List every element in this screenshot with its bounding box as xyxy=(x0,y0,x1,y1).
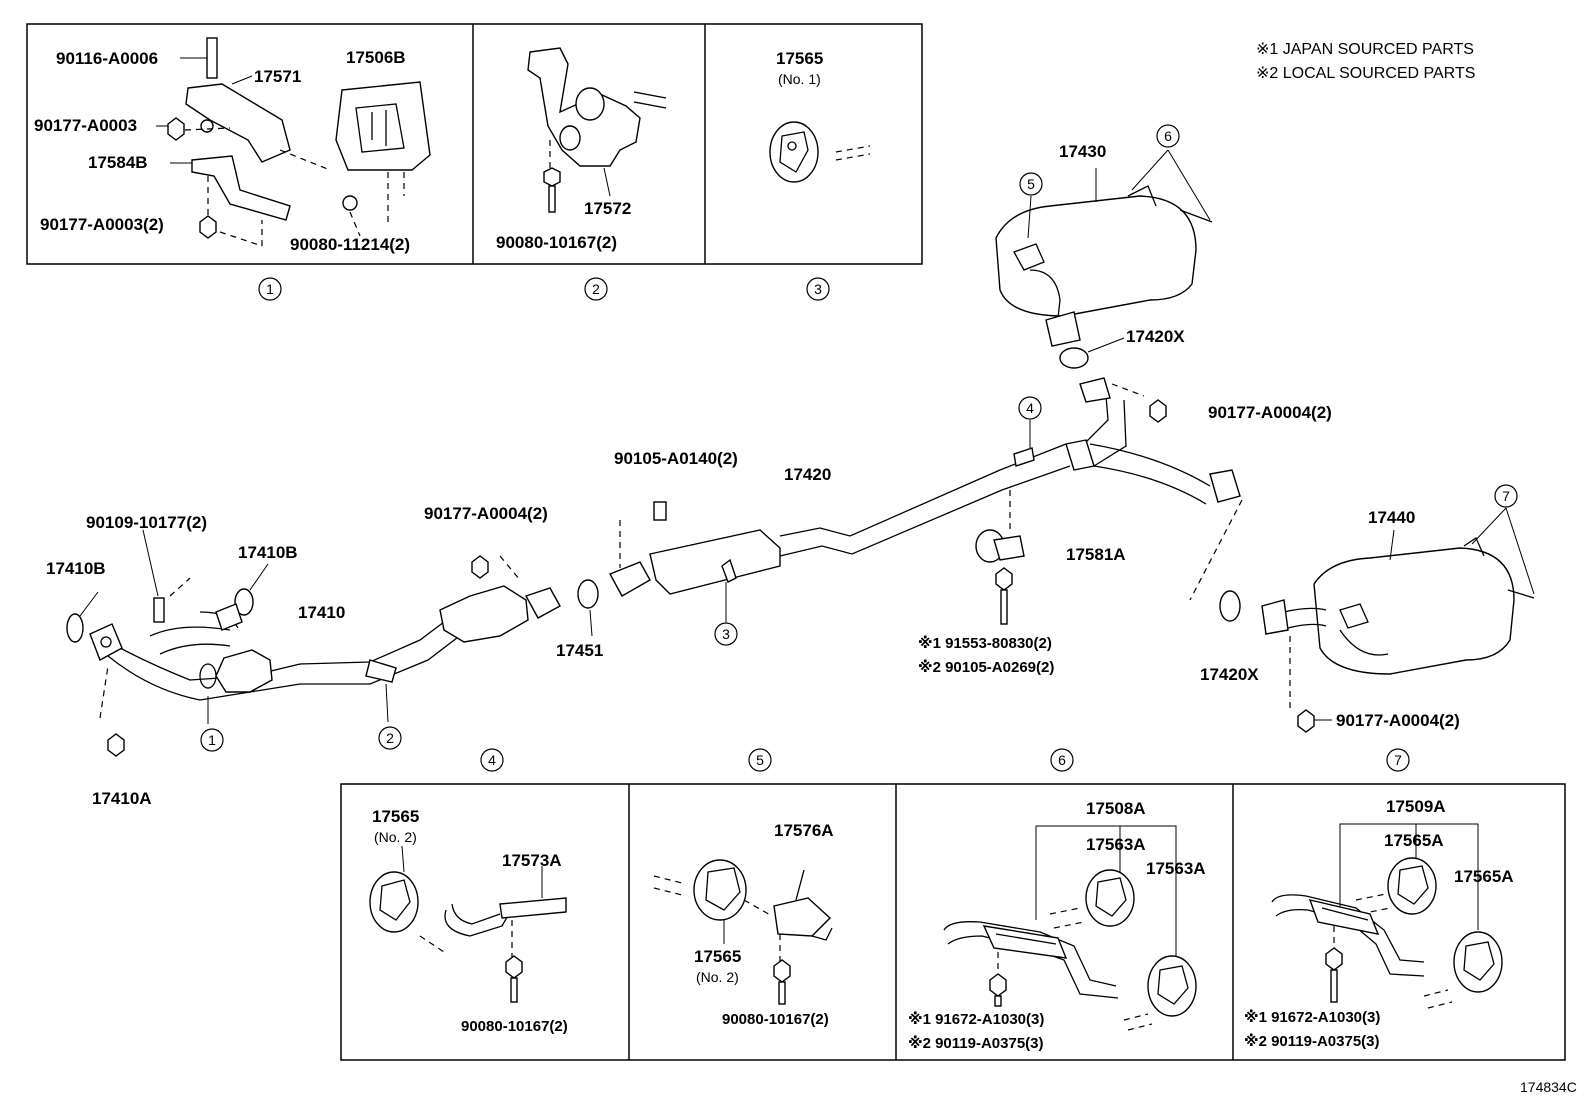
panel-7-illustration xyxy=(1271,823,1503,1009)
label-17451: 17451 xyxy=(556,641,603,660)
bottom-callouts: 4 5 6 7 xyxy=(480,748,1410,772)
panel3-label-17565: 17565 xyxy=(776,49,823,68)
callout-7-main: 7 xyxy=(1502,488,1510,504)
main-callouts: 1 2 3 4 5 6 7 xyxy=(200,124,1518,752)
panel1-label-17506B: 17506B xyxy=(346,48,406,67)
panel-2-illustration xyxy=(527,47,667,213)
panel4-label-90080: 90080-10167(2) xyxy=(461,1018,568,1035)
label-90177-mid: 90177-A0004(2) xyxy=(424,504,548,523)
callout-3-main: 3 xyxy=(722,626,730,642)
callout-4-main: 4 xyxy=(1026,400,1034,416)
label-90105-A0140: 90105-A0140(2) xyxy=(614,449,738,468)
callout-6-main: 6 xyxy=(1164,128,1172,144)
callout-5-main: 5 xyxy=(1027,176,1035,192)
label-17410B-right: 17410B xyxy=(238,543,298,562)
callout-2-main: 2 xyxy=(386,730,394,746)
panel7-label-17565A-b: 17565A xyxy=(1454,867,1514,886)
panel6-label-91672: ※1 91672-A1030(3) xyxy=(908,1010,1044,1028)
panel-3-illustration xyxy=(769,121,871,183)
label-90177-top: 90177-A0004(2) xyxy=(1208,403,1332,422)
label-17410B-left: 17410B xyxy=(46,559,106,578)
callout-7-bottom: 7 xyxy=(1394,752,1402,768)
top-callouts: 1 2 3 xyxy=(258,277,830,301)
label-90109: 90109-10177(2) xyxy=(86,513,207,532)
label-17420X-bottom: 17420X xyxy=(1200,665,1259,684)
panel5-label-17565: 17565 xyxy=(694,947,741,966)
callout-6-bottom: 6 xyxy=(1058,752,1066,768)
callout-1-main: 1 xyxy=(208,732,216,748)
label-90105-A0269: ※2 90105-A0269(2) xyxy=(918,658,1054,676)
label-17410: 17410 xyxy=(298,603,345,622)
top-panels xyxy=(26,23,923,265)
panel1-label-90116: 90116-A0006 xyxy=(56,49,158,68)
panel7-label-91672: ※1 91672-A1030(3) xyxy=(1244,1008,1380,1026)
main-exhaust-illustration xyxy=(66,149,1535,757)
label-90177-bottom: 90177-A0004(2) xyxy=(1336,711,1460,730)
panel7-label-17565A-a: 17565A xyxy=(1384,831,1444,850)
callout-5-bottom: 5 xyxy=(756,752,764,768)
panel-5-illustration xyxy=(653,859,833,1005)
figure-id: 174834C xyxy=(1520,1079,1577,1095)
panel5-label-90080: 90080-10167(2) xyxy=(722,1011,829,1028)
note-japan-sourced: ※1 JAPAN SOURCED PARTS xyxy=(1256,41,1474,58)
label-17410A: 17410A xyxy=(92,789,152,808)
panel7-label-90119: ※2 90119-A0375(3) xyxy=(1244,1032,1380,1050)
panel1-label-90080: 90080-11214(2) xyxy=(290,235,410,254)
panel-1-illustration xyxy=(156,37,431,247)
bottom-panels xyxy=(340,783,1566,1061)
panel7-label-17509A: 17509A xyxy=(1386,797,1446,816)
panel6-label-17563A-a: 17563A xyxy=(1086,835,1146,854)
panel1-label-17584B: 17584B xyxy=(88,153,148,172)
panel1-label-90177: 90177-A0003 xyxy=(34,116,137,135)
panel6-label-17563A-b: 17563A xyxy=(1146,859,1206,878)
panel5-label-no2: (No. 2) xyxy=(696,969,739,985)
callout-2-top: 2 xyxy=(592,281,600,297)
label-17420: 17420 xyxy=(784,465,831,484)
callout-3-top: 3 xyxy=(814,281,822,297)
panel5-label-17576A: 17576A xyxy=(774,821,834,840)
label-17430: 17430 xyxy=(1059,142,1106,161)
panel3-label-no1: (No. 1) xyxy=(778,71,821,87)
panel1-label-17571: 17571 xyxy=(254,67,301,86)
callout-1-top: 1 xyxy=(266,281,274,297)
panel4-label-17573A: 17573A xyxy=(502,851,562,870)
panel6-label-90119: ※2 90119-A0375(3) xyxy=(908,1034,1044,1052)
label-17581A: 17581A xyxy=(1066,545,1126,564)
panel-6-illustration xyxy=(943,825,1197,1031)
label-17420X-top: 17420X xyxy=(1126,327,1185,346)
note-local-sourced: ※2 LOCAL SOURCED PARTS xyxy=(1256,65,1475,82)
panel4-label-17565: 17565 xyxy=(372,807,419,826)
panel2-label-17572: 17572 xyxy=(584,199,631,218)
callout-4-bottom: 4 xyxy=(488,752,496,768)
panel4-label-no2: (No. 2) xyxy=(374,829,417,845)
panel6-label-17508A: 17508A xyxy=(1086,799,1146,818)
panel-4-illustration xyxy=(369,845,567,1003)
panel1-label-90177-2: 90177-A0003(2) xyxy=(40,215,164,234)
label-91553: ※1 91553-80830(2) xyxy=(918,634,1052,652)
panel2-label-90080: 90080-10167(2) xyxy=(496,233,617,252)
label-17440: 17440 xyxy=(1368,508,1415,527)
